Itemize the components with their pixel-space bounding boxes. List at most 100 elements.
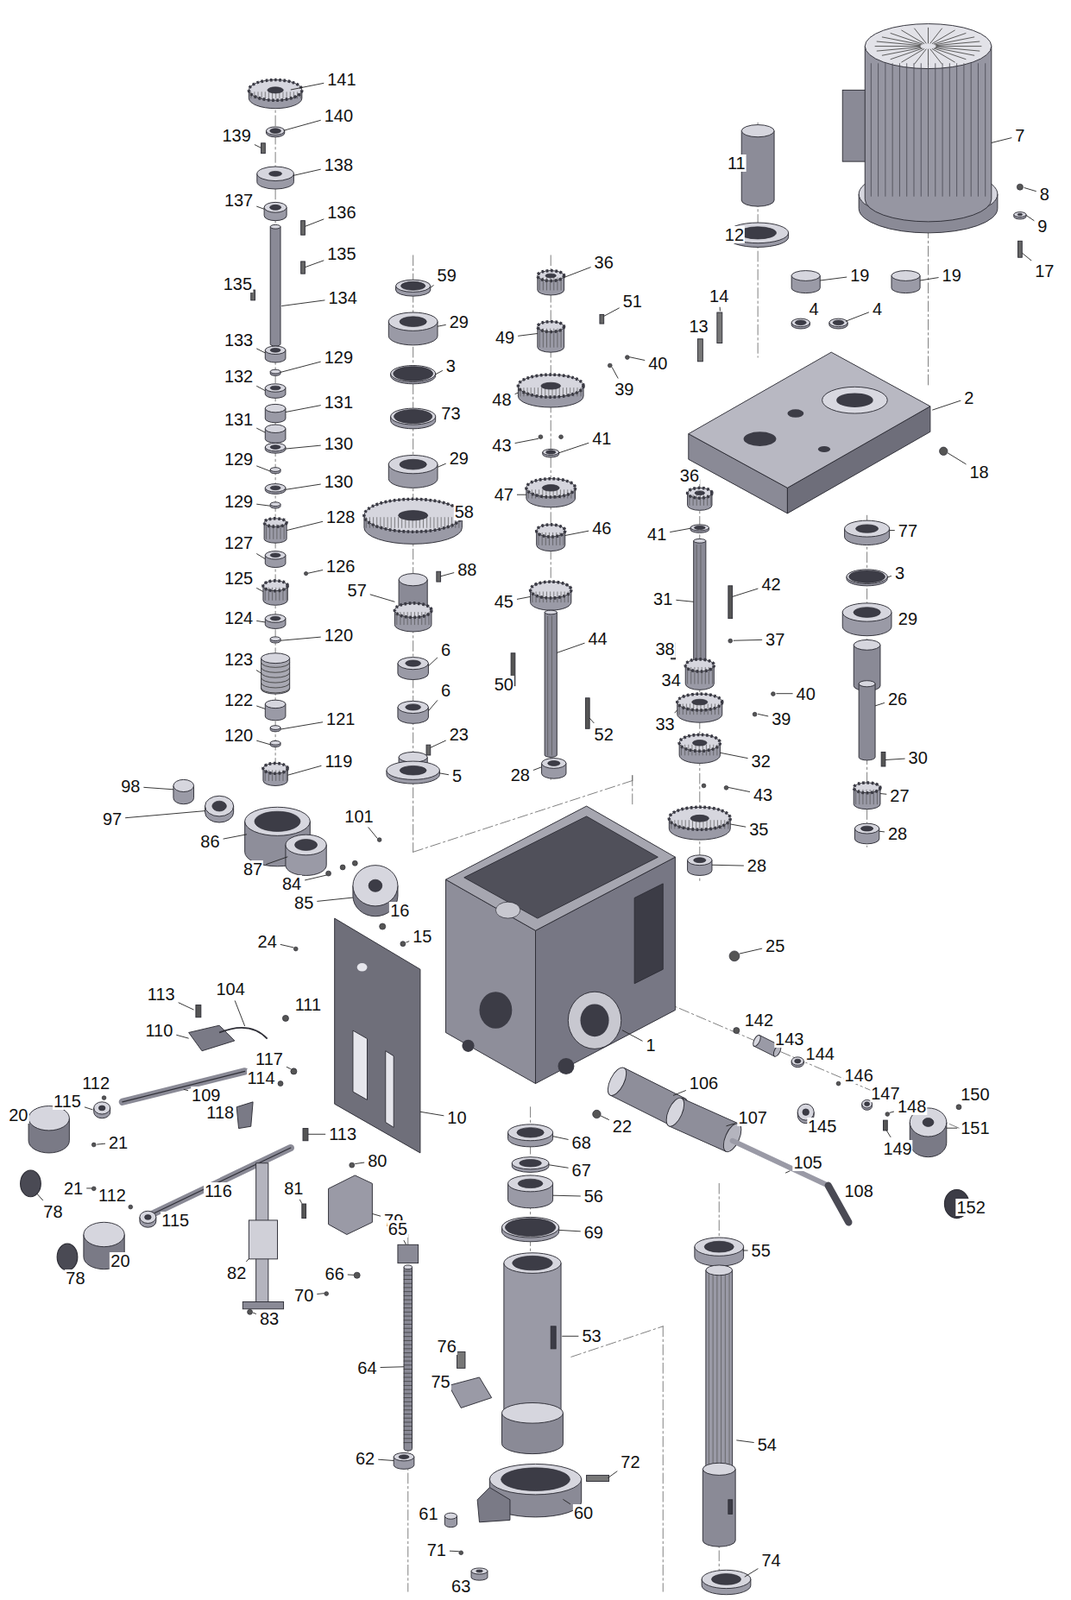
leader-line xyxy=(254,144,262,149)
cylinder-top xyxy=(264,442,286,451)
callout-number: 43 xyxy=(491,436,512,454)
cylinder-top xyxy=(791,270,820,282)
leader-line xyxy=(378,1459,394,1461)
part-line xyxy=(555,532,557,545)
cylinder-top xyxy=(270,224,281,229)
leader-line xyxy=(256,348,265,353)
part-line xyxy=(560,490,561,498)
callout-number: 24 xyxy=(257,932,278,951)
part-line xyxy=(426,517,428,529)
spring-coil xyxy=(261,677,290,683)
part-line xyxy=(563,490,565,498)
part-line xyxy=(729,1274,731,1475)
leader-line xyxy=(673,1089,687,1096)
cylinder-top xyxy=(541,758,567,769)
part-line xyxy=(286,587,288,600)
cylinder-top xyxy=(511,1157,549,1170)
part-line xyxy=(892,63,894,197)
part-line xyxy=(963,63,964,197)
part-line xyxy=(713,820,715,829)
leader-line xyxy=(553,1195,581,1197)
leader-line xyxy=(919,277,939,281)
part-line xyxy=(684,744,686,756)
leader-line xyxy=(84,1107,94,1110)
cylinder-top xyxy=(397,700,429,713)
part-line xyxy=(433,517,435,529)
small-part xyxy=(538,434,543,440)
small-part xyxy=(377,837,382,843)
rack-tooth xyxy=(403,1385,412,1386)
bore xyxy=(212,800,227,812)
callout-number: 83 xyxy=(258,1310,280,1328)
part-line xyxy=(906,63,908,197)
part-line xyxy=(674,820,675,829)
leader-line xyxy=(96,1143,106,1146)
leader-line xyxy=(879,831,885,833)
part-line xyxy=(542,592,544,603)
part-line xyxy=(296,92,298,99)
callout-number: 114 xyxy=(246,1069,277,1087)
cylinder-top xyxy=(263,580,288,592)
callout-number: 85 xyxy=(293,894,315,912)
shaft-edge xyxy=(122,1071,246,1102)
small-part xyxy=(885,1112,890,1117)
part-line xyxy=(549,592,551,603)
leader-line xyxy=(304,219,324,227)
part-line xyxy=(545,490,547,498)
bore xyxy=(922,1118,934,1128)
part-line xyxy=(560,592,562,603)
bore xyxy=(548,760,561,766)
leader-line xyxy=(430,740,447,748)
callout-number: 14 xyxy=(708,287,730,305)
part-line xyxy=(275,587,277,600)
part-line xyxy=(899,63,901,197)
cylinder-side xyxy=(544,612,557,758)
rack-tooth xyxy=(403,1319,412,1321)
gear-teeth xyxy=(536,524,566,537)
callout-number: 142 xyxy=(743,1011,775,1029)
cylinder-top xyxy=(396,279,431,292)
callout-number: 49 xyxy=(494,328,516,347)
leader-line xyxy=(256,587,264,592)
bracket xyxy=(328,1175,373,1235)
leader-line xyxy=(559,1229,581,1231)
leader-line xyxy=(256,428,265,433)
small-part xyxy=(701,783,706,788)
callout-number: 137 xyxy=(223,191,254,209)
cylinder-top xyxy=(489,1463,581,1494)
pin xyxy=(301,261,306,274)
leader-line xyxy=(559,442,590,454)
small-part xyxy=(379,923,386,930)
part-line xyxy=(414,612,416,625)
leader-line xyxy=(283,119,322,131)
callout-number: 40 xyxy=(647,354,668,372)
part-line xyxy=(528,490,530,498)
bolt xyxy=(717,312,723,343)
part-line xyxy=(712,1274,714,1475)
bore xyxy=(836,392,874,408)
callout-number: 74 xyxy=(760,1551,782,1569)
gear-teeth xyxy=(263,580,288,592)
part-line xyxy=(934,63,936,197)
assembly-line xyxy=(662,1326,664,1592)
leader-line xyxy=(611,366,618,378)
bore xyxy=(398,510,429,521)
part-line xyxy=(253,92,255,99)
rack-tooth xyxy=(403,1311,412,1313)
cylinder-top xyxy=(701,1569,751,1588)
assembly-line xyxy=(571,1326,663,1357)
bore xyxy=(794,1058,801,1064)
bore xyxy=(517,1178,543,1188)
pin xyxy=(883,1120,889,1131)
bore xyxy=(254,811,301,832)
leader-line xyxy=(286,521,323,530)
part-line xyxy=(546,277,548,290)
rack-tooth xyxy=(403,1303,412,1305)
leader-line xyxy=(223,834,247,839)
part-line xyxy=(720,820,722,829)
callout-number: 80 xyxy=(366,1152,388,1170)
leader-line xyxy=(515,438,539,443)
slot xyxy=(728,1499,733,1515)
callout-number: 52 xyxy=(593,725,615,744)
callout-number: 138 xyxy=(323,156,354,174)
